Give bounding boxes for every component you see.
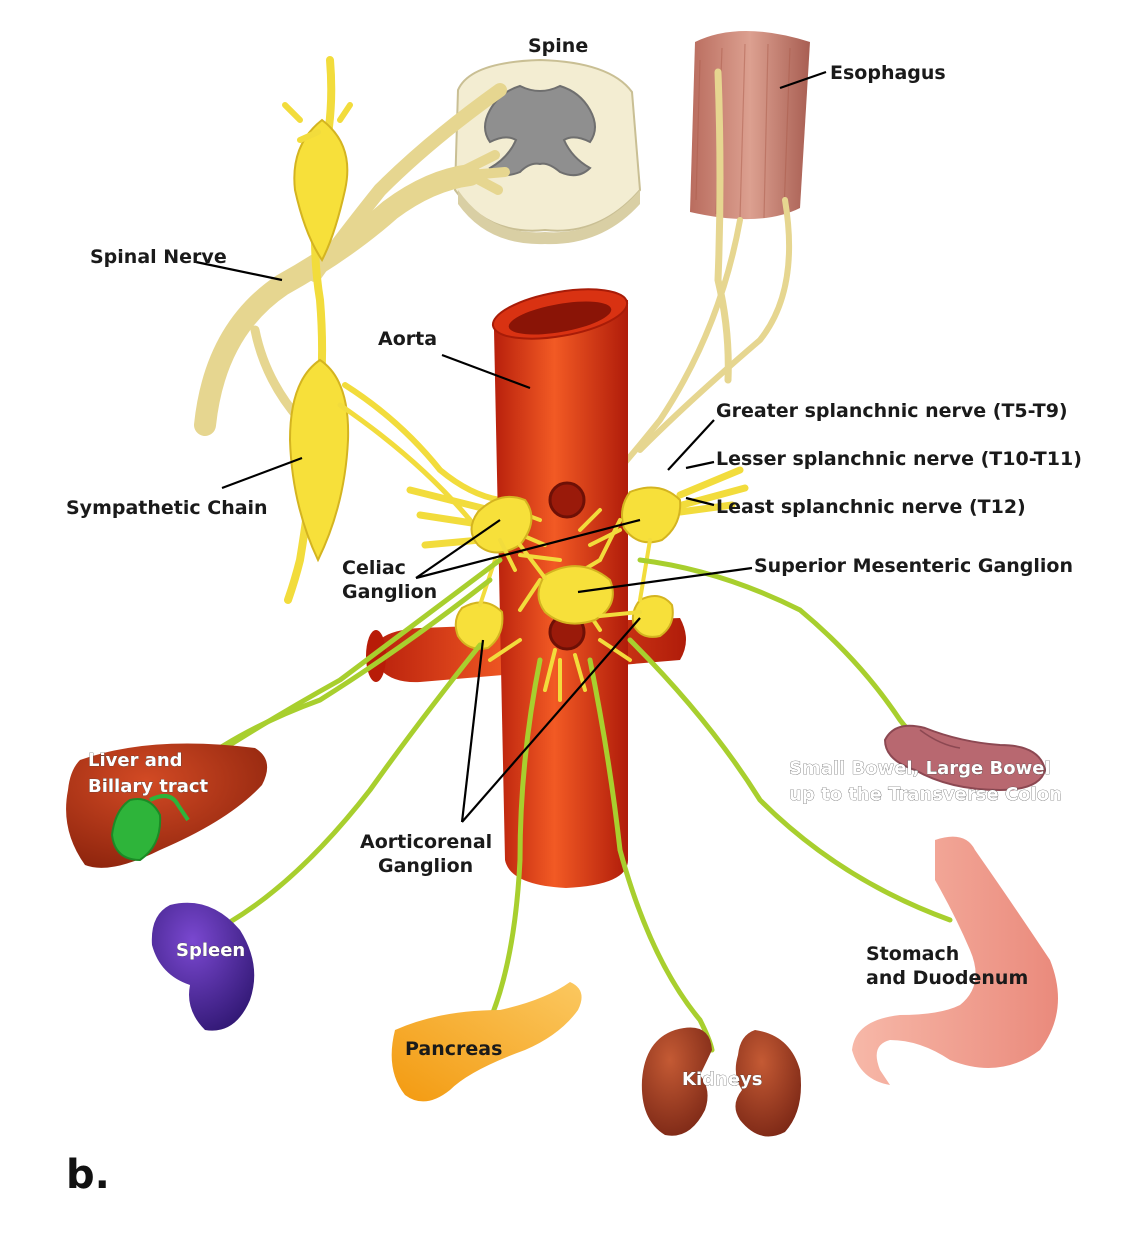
small-and-large-bowel: [883, 724, 1047, 792]
pancreas: [391, 982, 582, 1102]
superior-mesenteric-ganglion: [537, 565, 614, 625]
label-aorta: Aorta: [378, 328, 437, 350]
label-stomach-2: and Duodenum: [866, 967, 1028, 989]
label-spleen: Spleen: [176, 940, 245, 961]
label-spinal-nerve: Spinal Nerve: [90, 246, 227, 268]
label-kidneys: Kidneys: [682, 1069, 762, 1090]
label-celiac-1: Celiac: [342, 557, 406, 579]
label-greater-splanchnic: Greater splanchnic nerve (T5-T9): [716, 400, 1068, 422]
stomach-and-duodenum: [852, 836, 1058, 1085]
liver: [66, 743, 268, 868]
label-stomach-1: Stomach: [866, 943, 959, 965]
right-aorticorenal-ganglion: [631, 595, 674, 638]
label-least-splanchnic: Least splanchnic nerve (T12): [716, 496, 1026, 518]
sympathetic-chain: [282, 56, 503, 604]
labels: Spine Esophagus Spinal Nerve Aorta Sympa…: [66, 35, 1082, 1090]
label-aorticorenal-2: Ganglion: [378, 855, 473, 877]
panel-letter: b.: [66, 1152, 110, 1198]
label-liver-1: Liver and: [88, 750, 183, 771]
label-aorticorenal-1: Aorticorenal: [360, 831, 492, 853]
celiac-plexus: [406, 466, 749, 702]
label-esophagus: Esophagus: [830, 62, 946, 84]
label-sympathetic-chain: Sympathetic Chain: [66, 497, 268, 519]
left-aorticorenal-ganglion: [454, 601, 504, 650]
label-bowel-2: up to the Transverse Colon: [789, 784, 1062, 805]
label-spine: Spine: [528, 35, 588, 57]
label-pancreas: Pancreas: [405, 1038, 502, 1060]
label-superior-mesenteric: Superior Mesenteric Ganglion: [754, 555, 1073, 577]
label-lesser-splanchnic: Lesser splanchnic nerve (T10-T11): [716, 448, 1082, 470]
leader-lines: [195, 70, 827, 823]
spleen: [151, 902, 255, 1031]
spinal-cord-cross-section: [453, 58, 642, 245]
label-liver-2: Billary tract: [88, 776, 209, 797]
label-celiac-2: Ganglion: [342, 581, 437, 603]
right-celiac-ganglion: [621, 486, 682, 544]
kidneys: [641, 1027, 801, 1137]
label-bowel-1: Small Bowel, Large Bowel: [789, 758, 1051, 779]
